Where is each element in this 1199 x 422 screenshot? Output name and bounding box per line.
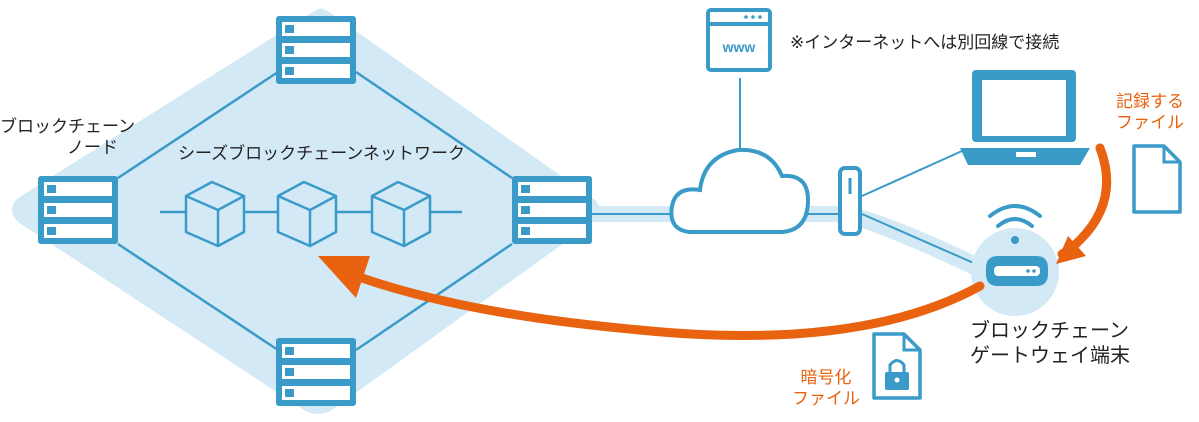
- record-arrow: [1056, 143, 1112, 264]
- gateway-label-line-2: ゲートウェイ端末: [970, 343, 1130, 367]
- block-cube-icon: [184, 180, 246, 248]
- firewall-icon: [838, 166, 862, 236]
- browser-window-icon: www: [706, 8, 772, 72]
- server-icon-bottom: [276, 338, 356, 406]
- server-icon-left: [38, 176, 118, 244]
- encrypted-file-lock-icon: [872, 332, 922, 400]
- laptop-icon: [960, 70, 1090, 165]
- gateway-device-icon: [971, 228, 1059, 316]
- gateway-label-line-1: ブロックチェーン: [970, 318, 1129, 342]
- file-icon: [1132, 144, 1182, 214]
- encrypted-file-label: 暗号化 ファイル: [780, 368, 872, 411]
- node-label-line-2: ノード: [67, 138, 118, 159]
- record-file-label: 記録する ファイル: [1105, 92, 1195, 135]
- network-label: シーズブロックチェーンネットワーク: [178, 144, 465, 164]
- node-label-line-1: ブロックチェーン: [0, 117, 136, 137]
- cloud-icon: [669, 147, 811, 234]
- encrypted-file-label-line-1: 暗号化: [800, 368, 852, 388]
- internet-note: ※インターネットへは別回線で接続: [790, 33, 1060, 53]
- record-file-label-line-2: ファイル: [1116, 113, 1184, 134]
- server-icon-top: [276, 16, 356, 84]
- record-file-label-line-1: 記録する: [1116, 92, 1184, 112]
- server-icon-right: [512, 176, 592, 244]
- gateway-label: ブロックチェーン ゲートウェイ端末: [970, 318, 1130, 368]
- encrypted-file-label-line-2: ファイル: [792, 389, 860, 410]
- block-cube-icon: [276, 180, 338, 248]
- blockchain-node-label: ブロックチェーン ノード: [0, 117, 136, 160]
- block-cube-icon: [370, 180, 432, 248]
- wifi-signal-icon: [988, 204, 1042, 244]
- browser-www-text: www: [722, 39, 756, 55]
- network-area: [12, 8, 600, 415]
- encrypted-send-arrow: [318, 256, 985, 340]
